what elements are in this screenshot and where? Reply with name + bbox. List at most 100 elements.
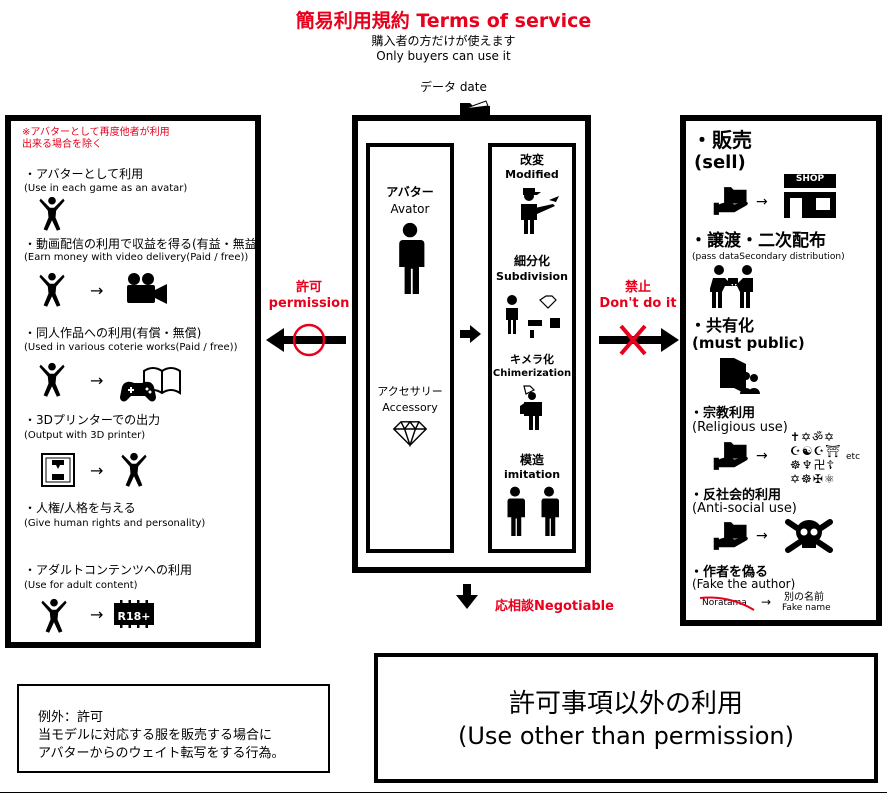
permit-adult-content-label: ・アダルトコンテンツへの利用 xyxy=(24,563,193,577)
author-name: Noratama xyxy=(702,598,747,608)
handover-people-icon xyxy=(710,264,756,310)
note-line-2: 出来る場合を除く xyxy=(22,139,102,150)
cheering-person-icon xyxy=(40,598,68,634)
prohibit-sell-label: ・販売 xyxy=(692,128,752,152)
other-use-title-jp: 許可事項以外の利用 xyxy=(508,689,743,719)
permit-coterie-en: (Used in various coterie works(Paid / fr… xyxy=(24,342,238,353)
modified-label-jp: 改変 xyxy=(519,153,544,167)
data-label: データ date xyxy=(420,80,487,94)
permit-3d-print-en: (Output with 3D printer) xyxy=(24,430,146,441)
prohibit-religious-label: ・宗教利用 xyxy=(690,406,756,421)
prohibit-religious-en: (Religious use) xyxy=(692,420,788,435)
prohibit-antisocial-en: (Anti-social use) xyxy=(692,501,797,516)
arrow-right-icon xyxy=(460,324,482,344)
cheering-person-icon xyxy=(38,196,66,232)
fake-name-jp: 別の名前 xyxy=(784,592,824,603)
exception-text: 例外：許可 当モデルに対応する服を販売する場合に アバターからのウェイト転写をす… xyxy=(38,709,284,763)
prohibited-label-en: Don't do it xyxy=(599,296,677,311)
prohibit-share-en: (must public) xyxy=(692,334,805,352)
shop-icon xyxy=(780,170,840,220)
person-icon xyxy=(536,486,562,536)
bottom-rule xyxy=(0,792,887,793)
arrow-right-icon: → xyxy=(90,281,104,300)
permit-video-delivery-label: ・動画配信の利用で収益を得る(有益・無益) xyxy=(24,237,262,251)
arrow-right-icon: → xyxy=(756,528,768,544)
permit-human-rights-en: (Give human rights and personality) xyxy=(24,518,206,529)
subtitle-jp: 購入者の方だけが使えます xyxy=(371,34,516,48)
shop-sign-text: SHOP xyxy=(795,174,825,184)
arrow-left-icon xyxy=(264,322,350,358)
page-title: 簡易利用規約 Terms of service xyxy=(295,10,592,32)
cheering-person-icon xyxy=(38,272,66,308)
permit-avatar-use-label: ・アバターとして利用 xyxy=(24,167,144,181)
avatar-label-jp: アバター xyxy=(386,185,434,199)
subdivided-parts-icon xyxy=(500,292,568,340)
person-icon xyxy=(502,486,528,536)
modified-label-en: Modified xyxy=(505,168,559,181)
share-users-icon xyxy=(718,356,760,396)
arrow-down-icon xyxy=(455,584,479,610)
note-line-1: ※アバターとして再度他者が利用 xyxy=(22,127,170,138)
exception-line-3: アバターからのウェイト転写をする行為。 xyxy=(38,746,285,761)
prohibit-antisocial-label: ・反社会的利用 xyxy=(690,488,782,503)
chimera-label-jp: キメラ化 xyxy=(510,353,554,366)
fake-name-en: Fake name xyxy=(782,603,831,613)
permit-video-delivery-en: (Earn money with video delivery(Paid / f… xyxy=(24,252,249,263)
prohibited-uses-panel xyxy=(680,115,882,626)
permission-label-en: permission xyxy=(268,296,350,311)
prohibited-label-jp: 禁止 xyxy=(624,280,651,295)
arrow-right-icon: → xyxy=(756,194,768,210)
other-use-title-en: (Use other than permission) xyxy=(458,722,794,750)
etc-label: etc xyxy=(846,452,861,462)
accessory-label-en: Accessory xyxy=(382,401,438,414)
cheering-person-icon xyxy=(38,362,66,398)
arrow-right-icon: → xyxy=(756,448,768,464)
prohibit-transfer-en: (pass dataSecondary distribution) xyxy=(692,252,845,262)
subdivision-label-jp: 細分化 xyxy=(513,254,550,268)
avatar-label-en: Avator xyxy=(390,202,430,216)
prohibit-fake-author-en: (Fake the author) xyxy=(692,577,796,591)
exception-panel xyxy=(17,684,330,773)
permission-label-jp: 許可 xyxy=(295,280,322,295)
exception-line-2: 当モデルに対応する服を販売する場合に xyxy=(38,728,273,743)
arrow-right-icon: → xyxy=(90,461,104,480)
cheering-person-icon xyxy=(120,452,148,488)
chimera-label-en: Chimerization xyxy=(492,368,572,379)
skull-crossbones-icon xyxy=(784,514,834,558)
arrow-right-icon xyxy=(597,322,681,358)
person-icon xyxy=(390,222,430,294)
arrow-right-icon: → xyxy=(90,371,104,390)
prohibit-transfer-label: ・譲渡・二次配布 xyxy=(690,231,826,251)
3d-printer-icon xyxy=(40,452,76,488)
accessory-label-jp: アクセサリー xyxy=(377,385,443,398)
chimera-person-icon xyxy=(516,384,552,432)
permit-human-rights-label: ・人権/人格を与える xyxy=(24,501,136,515)
negotiable-label: 応相談Negotiable xyxy=(495,599,614,614)
r18-badge: R18+ xyxy=(114,600,154,628)
permit-avatar-use-en: (Use in each game as an avatar) xyxy=(24,183,188,194)
hand-folder-icon xyxy=(712,440,750,472)
subdivision-label-en: Subdivision xyxy=(496,270,568,283)
exception-line-1: 例外：許可 xyxy=(38,710,104,725)
prohibit-sell-en: (sell) xyxy=(694,152,746,173)
diamond-icon xyxy=(392,420,428,447)
permit-coterie-label: ・同人作品への利用(有償・無償) xyxy=(24,326,202,340)
arrow-right-icon: → xyxy=(90,605,104,624)
modeler-person-icon xyxy=(515,184,561,236)
permitted-uses-panel xyxy=(5,115,261,648)
other-use-panel xyxy=(374,653,878,783)
base-assets-column xyxy=(366,143,454,553)
video-camera-icon xyxy=(125,272,169,306)
imitation-label-jp: 模造 xyxy=(519,453,544,467)
permit-3d-print-label: ・3Dプリンターでの出力 xyxy=(24,413,161,427)
hand-folder-icon xyxy=(712,185,750,217)
exception-note: ※アバターとして再度他者が利用 出来る場合を除く xyxy=(22,127,170,151)
prohibit-fake-author-label: ・作者を偽る xyxy=(690,565,769,580)
imitation-label-en: imitation xyxy=(503,468,561,481)
subtitle-en: Only buyers can use it xyxy=(376,49,511,63)
strikethrough-mark xyxy=(698,594,758,616)
hand-folder-icon xyxy=(712,520,750,552)
prohibit-share-label: ・共有化 xyxy=(690,316,755,335)
gamepad-book-icon xyxy=(118,365,182,405)
permit-adult-content-en: (Use for adult content) xyxy=(24,580,138,591)
